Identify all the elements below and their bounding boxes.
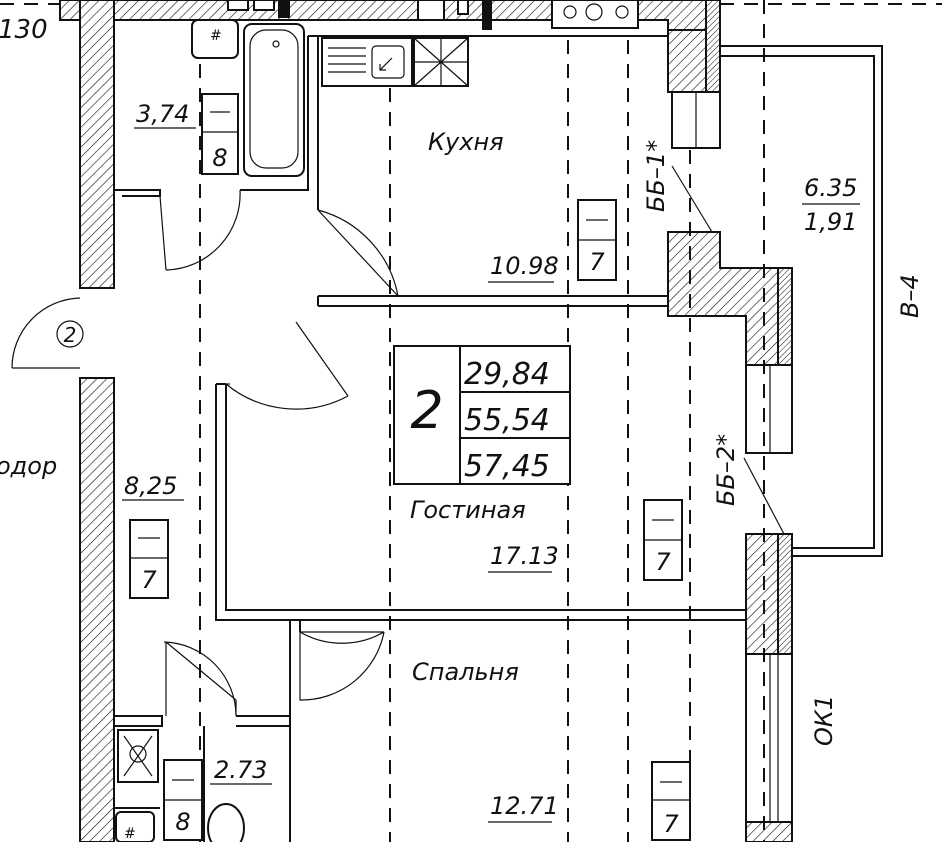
bath-area: 3,74 [136, 100, 189, 128]
corridor-area: 8,25 [124, 472, 177, 500]
balcony-code: В–4 [896, 274, 924, 318]
bb1-leader [671, 165, 713, 233]
right-column-insulation [705, 0, 721, 93]
left-wall-upper [79, 0, 115, 289]
corridor-label: одор [0, 452, 57, 480]
balcony-coef: 1,91 [804, 208, 857, 236]
bb2-label: ББ–2* [712, 434, 740, 506]
axis-lines [199, 0, 765, 842]
balcony-outline [720, 45, 883, 557]
apartment-rooms: 2 [410, 381, 443, 441]
kitchen-label: Кухня [428, 128, 504, 156]
toilet [207, 803, 245, 842]
bedroom-label: Спальня [412, 658, 519, 686]
corridor-floor: 7 [141, 566, 157, 594]
right-column-lower-insulation [777, 533, 793, 655]
floor-level-boxes [129, 93, 691, 841]
living-label: Гостиная [410, 496, 526, 524]
living-area: 17.13 [490, 542, 559, 570]
kitchen-stove [321, 37, 413, 87]
bedroom-floor: 7 [663, 810, 679, 838]
window-frame-bedroom [745, 653, 793, 823]
interior-walls [113, 20, 746, 842]
apartment-total-area: 55,54 [464, 403, 550, 438]
window-frame-living [745, 364, 793, 454]
area-underlines [122, 127, 860, 823]
entrance-marker [56, 320, 84, 348]
bedroom-area: 12.71 [490, 792, 559, 820]
bathroom-fixtures: # # [115, 19, 469, 842]
bb1-label: ББ–1* [642, 140, 670, 212]
apartment-summary [393, 345, 571, 485]
apartment-living-area: 29,84 [464, 357, 550, 392]
doors [11, 189, 399, 717]
window-code: ОК1 [810, 695, 838, 746]
entrance-marker-text: 2 [64, 323, 77, 347]
right-column-middle [667, 231, 793, 366]
bb2-leader [743, 457, 785, 535]
right-column-bottom [745, 821, 793, 842]
kitchen-floor: 7 [589, 248, 605, 276]
top-fixtures [227, 0, 639, 30]
bath-floor: 8 [212, 144, 227, 172]
sink-bath [191, 19, 239, 59]
living-floor: 7 [655, 548, 671, 576]
kitchen-area: 10.98 [490, 252, 559, 280]
balcony-area: 6.35 [804, 174, 857, 202]
right-column-mid-insulation [777, 267, 793, 366]
bathtub [243, 23, 305, 177]
left-wall-middle [79, 377, 115, 842]
apartment-total-with-balcony: 57,45 [464, 449, 550, 484]
top-left-number: 130 [0, 15, 48, 45]
sink-wc [115, 811, 155, 842]
wc-floor: 8 [175, 808, 190, 836]
wc-area: 2.73 [214, 756, 267, 784]
svg-text:#: # [210, 28, 222, 44]
svg-text:#: # [124, 826, 136, 842]
